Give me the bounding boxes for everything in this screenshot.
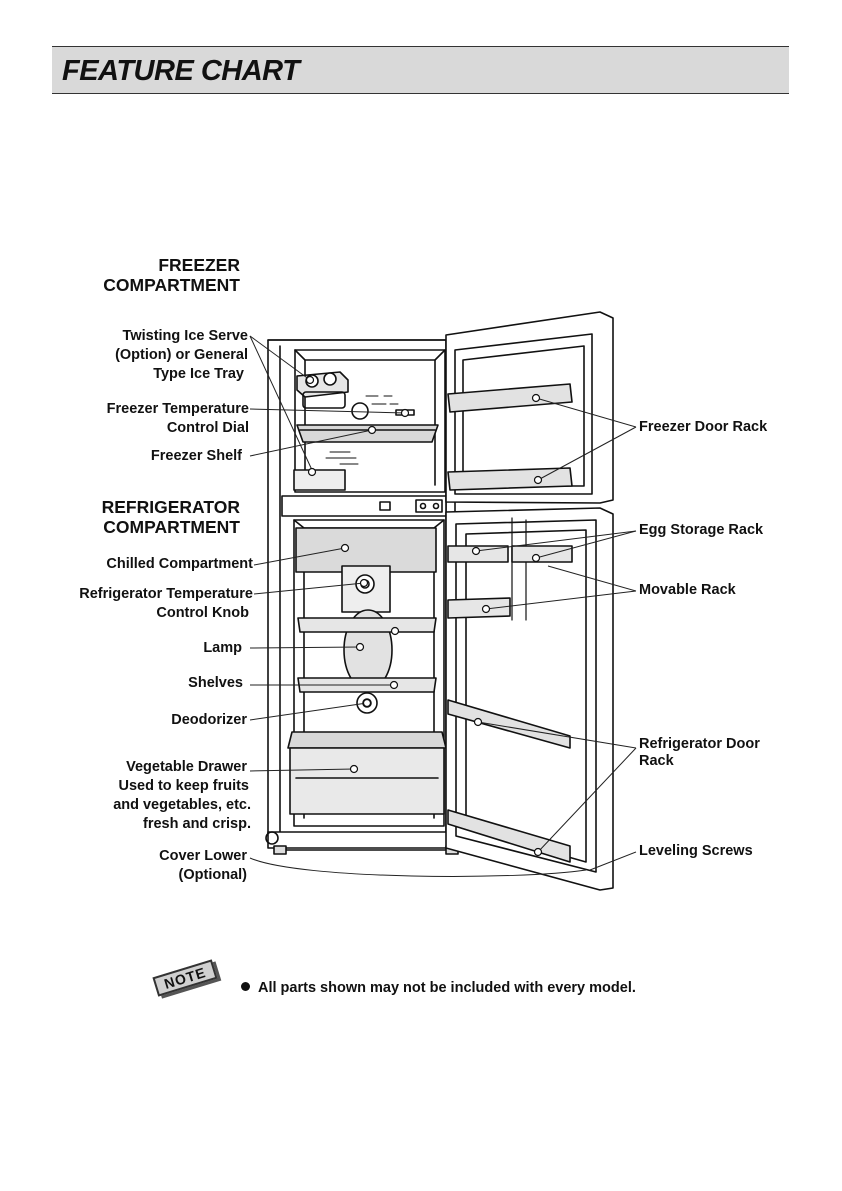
label-line: Lamp [203, 640, 242, 656]
freezer-compartment-heading: FREEZER COMPARTMENT [60, 255, 240, 295]
label-chilled-compartment: Chilled Compartment [40, 555, 253, 574]
label-line: Cover Lower [159, 848, 247, 864]
label-line: fresh and crisp. [143, 816, 251, 832]
label-line: Deodorizer [171, 712, 247, 728]
label-movable-rack: Movable Rack [639, 581, 809, 600]
label-refrigerator-door-rack: Refrigerator Door Rack [639, 736, 809, 770]
label-line: Freezer Shelf [150, 448, 242, 464]
freezer-heading-line-2: COMPARTMENT [103, 275, 240, 295]
label-line: Shelves [188, 675, 243, 691]
bullet-icon [241, 982, 250, 991]
label-freezer-temperature-dial: Freezer Temperature Control Dial [60, 400, 249, 438]
refrigerator-heading-line-2: COMPARTMENT [103, 517, 240, 537]
header-bar: FEATURE CHART [52, 46, 789, 94]
label-vegetable-drawer: Vegetable Drawer Used to keep fruits and… [60, 758, 251, 834]
label-line: (Option) or General [115, 347, 248, 363]
label-lamp: Lamp [60, 639, 242, 658]
label-line: Leveling Screws [639, 843, 753, 859]
label-line: Movable Rack [639, 582, 736, 598]
label-leveling-screws: Leveling Screws [639, 842, 809, 861]
label-line: Freezer Door Rack [639, 419, 768, 435]
label-line: and vegetables, etc. [113, 797, 251, 813]
note-badge: NOTE [152, 959, 218, 997]
label-line: Control Knob [156, 605, 249, 621]
label-line: Vegetable Drawer [126, 759, 247, 775]
label-line: Refrigerator Door [639, 736, 760, 752]
label-line: Control Dial [166, 420, 249, 436]
label-line: Freezer Temperature [106, 401, 249, 417]
label-shelves: Shelves [60, 674, 243, 693]
label-freezer-door-rack: Freezer Door Rack [639, 418, 809, 437]
refrigerator-compartment-heading: REFRIGERATOR COMPARTMENT [40, 497, 240, 537]
note-text: All parts shown may not be included with… [258, 980, 636, 996]
label-line: Type Ice Tray [153, 366, 244, 382]
note-badge-wrap: NOTE [150, 959, 224, 997]
label-line: Used to keep fruits [118, 778, 249, 794]
label-freezer-shelf: Freezer Shelf [60, 447, 242, 466]
note-text-row: All parts shown may not be included with… [241, 980, 636, 996]
label-line: Chilled Compartment [106, 556, 253, 572]
label-line: (Optional) [178, 867, 247, 883]
freezer-heading-line-1: FREEZER [158, 255, 240, 275]
label-line: Twisting Ice Serve [122, 328, 248, 344]
page-title: FEATURE CHART [62, 55, 300, 87]
label-line: Egg Storage Rack [639, 522, 764, 538]
label-egg-storage-rack: Egg Storage Rack [639, 521, 809, 540]
label-ice-serve: Twisting Ice Serve (Option) or General T… [60, 327, 248, 384]
label-line: Refrigerator Temperature [79, 586, 253, 602]
label-cover-lower: Cover Lower (Optional) [60, 847, 247, 885]
label-refrigerator-temperature-knob: Refrigerator Temperature Control Knob [40, 585, 253, 623]
label-deodorizer: Deodorizer [60, 711, 247, 730]
label-line: Rack [639, 753, 674, 769]
refrigerator-heading-line-1: REFRIGERATOR [101, 497, 240, 517]
